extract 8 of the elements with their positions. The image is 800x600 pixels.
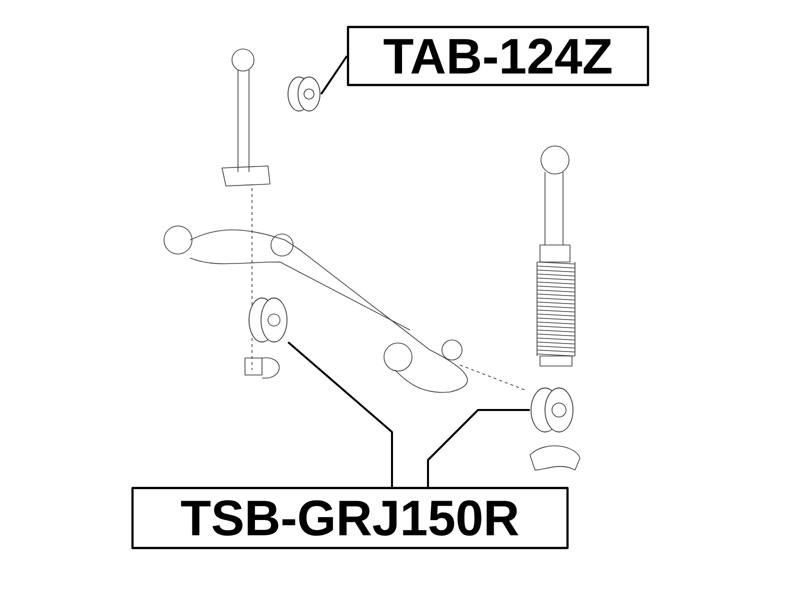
part-number-box: TAB-124Z bbox=[346, 26, 650, 86]
leader-line bbox=[320, 55, 348, 95]
part-number-box: TSB-GRJ150R bbox=[131, 486, 569, 550]
bushing-drawing bbox=[530, 388, 574, 432]
bushing-drawing bbox=[248, 298, 288, 342]
leader-line bbox=[427, 409, 530, 487]
bushing-drawing bbox=[288, 76, 320, 112]
leader-line bbox=[288, 341, 393, 487]
